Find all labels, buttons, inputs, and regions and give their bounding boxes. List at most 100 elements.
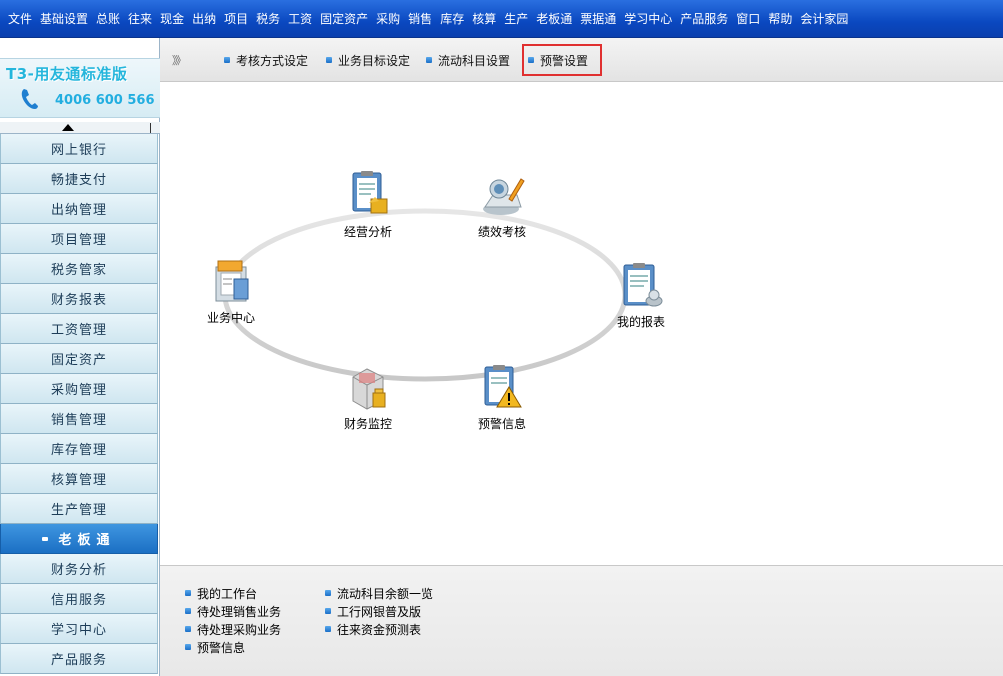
bullet-icon [185, 608, 191, 614]
bullet-icon [325, 608, 331, 614]
menu-item[interactable]: 会计家园 [800, 12, 849, 26]
quick-link-label: 流动科目余额一览 [337, 586, 434, 601]
active-dot-icon [42, 536, 49, 541]
nav-item-label: 产品服务 [50, 653, 107, 668]
menu-item[interactable]: 核算 [472, 12, 497, 26]
nav-item-label: 固定资产 [50, 353, 107, 368]
quick-link-label: 待处理销售业务 [197, 604, 282, 619]
tab-mubiao[interactable]: 业务目标设定 [326, 50, 410, 70]
tab-liudong[interactable]: 流动科目设置 [426, 50, 510, 70]
tab-kaohe[interactable]: 考核方式设定 [224, 50, 308, 70]
quick-link-label: 往来资金预测表 [337, 622, 422, 637]
quick-link-label: 待处理采购业务 [197, 622, 282, 637]
nav-item-label: 工资管理 [50, 323, 107, 338]
brand-title: T3-用友通标准版 [6, 65, 128, 83]
nav-item[interactable]: 项目管理 [0, 224, 158, 254]
quick-link[interactable]: 往来资金预测表 [325, 620, 433, 638]
menu-item[interactable]: 销售 [408, 12, 433, 26]
menu-item[interactable]: 采购 [376, 12, 401, 26]
collapse-icon[interactable]: 》》 [172, 54, 186, 67]
menu-bar: 文件基础设置总账往来现金出纳项目税务工资固定资产采购销售库存核算生产老板通票据通… [0, 0, 1003, 38]
menu-item[interactable]: 库存 [440, 12, 465, 26]
bullet-icon [185, 590, 191, 596]
nav-item[interactable]: 税务管家 [0, 254, 158, 284]
nav-item[interactable]: 采购管理 [0, 374, 158, 404]
menu-item[interactable]: 文件 [8, 12, 33, 26]
nav-item-label: 生产管理 [50, 503, 107, 518]
quick-link-label: 我的工作台 [197, 586, 258, 601]
menu-item[interactable]: 生产 [504, 12, 529, 26]
nav-item[interactable]: 核算管理 [0, 464, 158, 494]
module-yujing[interactable]: 预警信息 [457, 363, 547, 432]
nav-item-label: 库存管理 [50, 443, 107, 458]
menu-item[interactable]: 往来 [128, 12, 153, 26]
warning-info-icon [484, 365, 522, 408]
nav-item-label: 采购管理 [50, 383, 107, 398]
scroll-tick [150, 123, 151, 133]
nav-item[interactable]: 网上银行 [0, 134, 158, 164]
quick-link[interactable]: 预警信息 [185, 638, 281, 656]
quick-link[interactable]: 流动科目余额一览 [325, 584, 433, 602]
nav-item-label: 畅捷支付 [50, 173, 107, 188]
top-toolbar: 》》 考核方式设定 业务目标设定 流动科目设置 预警设置 [160, 38, 1003, 82]
bullet-icon [325, 626, 331, 632]
menu-item[interactable]: 基础设置 [40, 12, 89, 26]
nav-item[interactable]: 固定资产 [0, 344, 158, 374]
tab-yujing[interactable]: 预警设置 [522, 44, 603, 76]
nav-item-label: 项目管理 [50, 233, 107, 248]
nav-item[interactable]: 财务分析 [0, 554, 158, 584]
scroll-up-arrow-icon[interactable] [62, 124, 74, 131]
nav-item[interactable]: 销售管理 [0, 404, 158, 434]
nav-item[interactable]: 生产管理 [0, 494, 158, 524]
nav-item[interactable]: 畅捷支付 [0, 164, 158, 194]
module-jiankong[interactable]: 财务监控 [323, 363, 413, 432]
nav-item-label: 销售管理 [50, 413, 107, 428]
quick-link[interactable]: 待处理采购业务 [185, 620, 281, 638]
report-icon [623, 263, 663, 307]
module-jingying[interactable]: 经营分析 [323, 169, 413, 240]
nav-item-label: 财务分析 [50, 563, 107, 578]
bullet-icon [185, 644, 191, 650]
bottom-links-left: 我的工作台待处理销售业务待处理采购业务预警信息 [185, 584, 281, 656]
menu-item[interactable]: 税务 [256, 12, 281, 26]
nav-item[interactable]: 财务报表 [0, 284, 158, 314]
quick-link[interactable]: 工行网银普及版 [325, 602, 433, 620]
menu-items: 文件基础设置总账往来现金出纳项目税务工资固定资产采购销售库存核算生产老板通票据通… [0, 0, 852, 38]
nav-item[interactable]: 信用服务 [0, 584, 158, 614]
left-panel: T3-用友通标准版 4006 600 566 网上银行畅捷支付出纳管理项目管理税… [0, 38, 160, 676]
module-jixiao[interactable]: 绩效考核 [457, 169, 547, 240]
menu-item[interactable]: 项目 [224, 12, 249, 26]
nav-scroll-up[interactable] [0, 122, 160, 134]
nav-item[interactable]: 工资管理 [0, 314, 158, 344]
nav-item[interactable]: 库存管理 [0, 434, 158, 464]
quick-link[interactable]: 我的工作台 [185, 584, 281, 602]
menu-item[interactable]: 窗口 [736, 12, 761, 26]
menu-item[interactable]: 现金 [160, 12, 185, 26]
nav-item-label: 老板通 [58, 533, 116, 548]
menu-item[interactable]: 出纳 [192, 12, 217, 26]
nav-item-label: 网上银行 [50, 143, 107, 158]
bottom-links-panel: 我的工作台待处理销售业务待处理采购业务预警信息 流动科目余额一览工行网银普及版往… [160, 565, 1003, 676]
nav-item[interactable]: 学习中心 [0, 614, 158, 644]
module-baobiao[interactable]: 我的报表 [596, 261, 686, 330]
quick-link[interactable]: 待处理销售业务 [185, 602, 281, 620]
menu-item[interactable]: 产品服务 [680, 12, 729, 26]
menu-item[interactable]: 工资 [288, 12, 313, 26]
nav-list: 网上银行畅捷支付出纳管理项目管理税务管家财务报表工资管理固定资产采购管理销售管理… [0, 134, 160, 674]
menu-item[interactable]: 帮助 [768, 12, 793, 26]
menu-item[interactable]: 总账 [96, 12, 121, 26]
business-center-icon [215, 260, 249, 302]
menu-item[interactable]: 固定资产 [320, 12, 369, 26]
menu-item[interactable]: 票据通 [580, 12, 617, 26]
bullet-icon [528, 57, 534, 63]
nav-item-label: 核算管理 [50, 473, 107, 488]
nav-item[interactable]: 老板通 [0, 524, 158, 554]
bottom-links-right: 流动科目余额一览工行网银普及版往来资金预测表 [325, 584, 433, 638]
module-yewu[interactable]: 业务中心 [186, 257, 276, 326]
nav-item[interactable]: 出纳管理 [0, 194, 158, 224]
menu-item[interactable]: 学习中心 [624, 12, 673, 26]
nav-item[interactable]: 产品服务 [0, 644, 158, 674]
menu-item[interactable]: 老板通 [536, 12, 573, 26]
cycle-ellipse [222, 208, 628, 382]
bullet-icon [326, 57, 332, 63]
